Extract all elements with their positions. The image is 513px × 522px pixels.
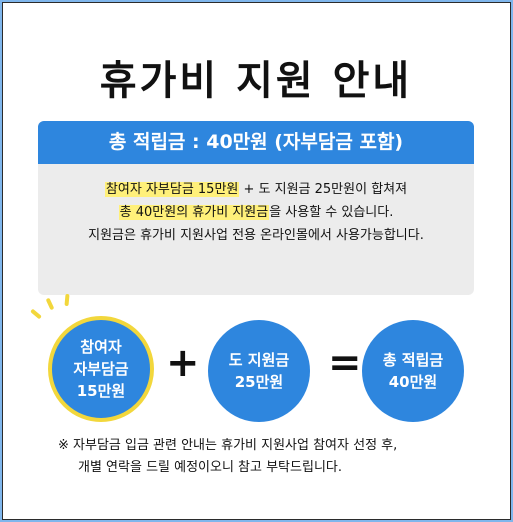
plus-sign: +: [166, 340, 200, 386]
info-header: 총 적립금 : 40만원 (자부담금 포함): [38, 121, 474, 164]
circle-total: 총 적립금 40만원: [362, 320, 464, 422]
footnote-line-2: 개별 연락을 드릴 예정이오니 참고 부탁드립니다.: [78, 460, 342, 475]
circle-3-line-1: 총 적립금: [382, 351, 444, 369]
circle-province-support: 도 지원금 25만원: [208, 320, 310, 422]
circle-3-line-2: 40만원: [388, 373, 438, 391]
info-line-2-rest: 을 사용할 수 있습니다.: [269, 205, 394, 220]
info-line-1-rest: + 도 지원금 25만원이 합쳐져: [239, 182, 408, 197]
circle-1-line-1: 참여자: [80, 338, 122, 356]
highlight-self-payment: 참여자 자부담금 15만원: [104, 182, 240, 197]
info-line-1: 참여자 자부담금 15만원 + 도 지원금 25만원이 합쳐져: [38, 178, 474, 201]
highlight-total-support: 총 40만원의 휴가비 지원금: [118, 205, 270, 220]
info-body: 참여자 자부담금 15만원 + 도 지원금 25만원이 합쳐져 총 40만원의 …: [38, 164, 474, 247]
footnote: ※ 자부담금 입금 관련 안내는 휴가비 지원사업 참여자 선정 후, 개별 연…: [58, 435, 478, 479]
circle-2-line-2: 25만원: [234, 373, 284, 391]
info-line-2: 총 40만원의 휴가비 지원금을 사용할 수 있습니다.: [38, 201, 474, 224]
circle-self-payment: 참여자 자부담금 15만원: [48, 316, 154, 422]
info-line-3: 지원금은 휴가비 지원사업 전용 온라인몰에서 사용가능합니다.: [88, 228, 424, 243]
sparkle-ray-1-icon: [30, 308, 42, 320]
sparkle-ray-3-icon: [64, 293, 70, 307]
circle-2-line-1: 도 지원금: [228, 351, 290, 369]
equals-sign: =: [328, 340, 362, 386]
circle-1-line-2: 자부담금: [73, 360, 129, 378]
notice-card: 휴가비 지원 안내 총 적립금 : 40만원 (자부담금 포함) 참여자 자부담…: [20, 18, 492, 503]
info-box: 총 적립금 : 40만원 (자부담금 포함) 참여자 자부담금 15만원 + 도…: [38, 121, 474, 295]
circle-1-line-3: 15만원: [76, 382, 126, 400]
page-title: 휴가비 지원 안내: [99, 58, 413, 104]
footnote-line-1: ※ 자부담금 입금 관련 안내는 휴가비 지원사업 참여자 선정 후,: [58, 438, 398, 453]
sparkle-ray-2-icon: [45, 297, 55, 311]
